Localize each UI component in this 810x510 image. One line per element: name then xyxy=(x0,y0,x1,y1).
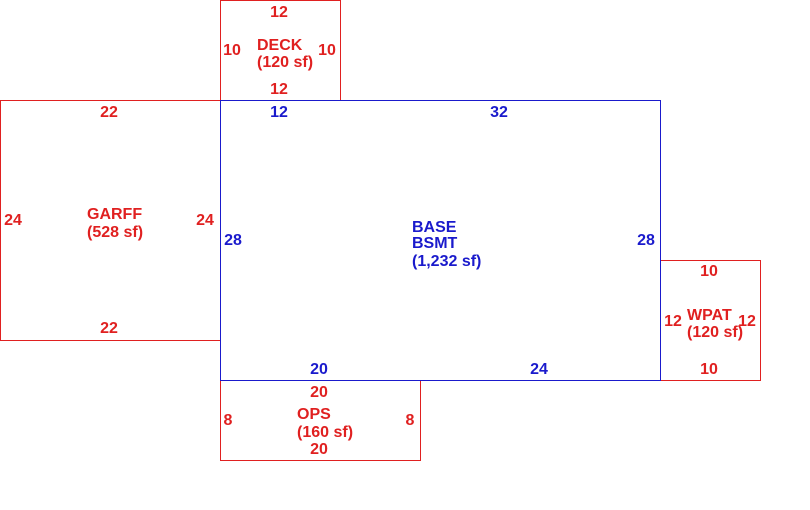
garff-name: GARFF xyxy=(87,206,142,223)
base-outline[interactable] xyxy=(220,100,661,381)
deck-name: DECK xyxy=(257,37,303,54)
base-dim-left: 28 xyxy=(224,232,242,249)
wpat-dim-bottom: 10 xyxy=(700,361,718,378)
ops-area: (160 sf) xyxy=(297,424,353,441)
ops-dim-top: 20 xyxy=(310,384,328,401)
ops-dim-bottom: 20 xyxy=(310,441,328,458)
base-dim-right: 28 xyxy=(637,232,655,249)
base-dim-top-left: 12 xyxy=(270,104,288,121)
deck-dim-left: 10 xyxy=(223,42,241,59)
base-area: (1,232 sf) xyxy=(412,253,481,270)
wpat-dim-top: 10 xyxy=(700,263,718,280)
garff-dim-top: 22 xyxy=(100,104,118,121)
wpat-area: (120 sf) xyxy=(687,324,743,341)
deck-dim-top: 12 xyxy=(270,4,288,21)
deck-dim-right: 10 xyxy=(318,42,336,59)
wpat-name: WPAT xyxy=(687,307,732,324)
garff-dim-right: 24 xyxy=(196,212,214,229)
wpat-dim-right: 12 xyxy=(738,313,756,330)
base-name-line1: BASE xyxy=(412,219,457,236)
deck-dim-bottom: 12 xyxy=(270,81,288,98)
ops-dim-left: 8 xyxy=(224,412,233,429)
wpat-dim-left: 12 xyxy=(664,313,682,330)
deck-area: (120 sf) xyxy=(257,54,313,71)
base-dim-top-right: 32 xyxy=(490,104,508,121)
base-name-line2: BSMT xyxy=(412,235,458,252)
base-dim-bottom-right: 24 xyxy=(530,361,548,378)
ops-dim-right: 8 xyxy=(406,412,415,429)
garff-dim-left: 24 xyxy=(4,212,22,229)
ops-name: OPS xyxy=(297,406,331,423)
base-dim-bottom-left: 20 xyxy=(310,361,328,378)
garff-area: (528 sf) xyxy=(87,224,143,241)
garff-dim-bottom: 22 xyxy=(100,320,118,337)
